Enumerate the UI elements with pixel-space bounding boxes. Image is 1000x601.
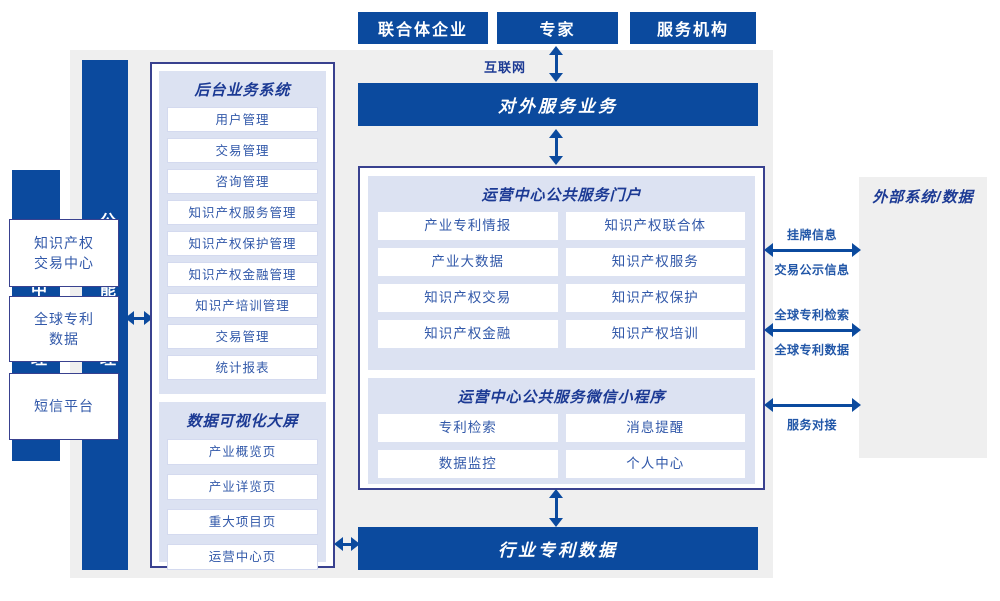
backend-item: 知识产权保护管理 <box>167 231 318 256</box>
left-systems-container: 后台业务系统 用户管理 交易管理 咨询管理 知识产权服务管理 知识产权保护管理 … <box>150 62 335 570</box>
portal-item: 知识产权联合体 <box>565 212 745 240</box>
backend-item: 知识产培训管理 <box>167 293 318 318</box>
link-label-global-data: 全球专利数据 <box>774 343 850 357</box>
link-label-service-connect: 服务对接 <box>786 418 837 432</box>
portal-item: 知识产权保护 <box>565 284 745 312</box>
backend-item: 用户管理 <box>167 107 318 132</box>
external-system-ip-trade-center: 知识产权 交易中心 <box>9 219 119 287</box>
arrow-head-down <box>549 518 563 527</box>
double-arrow-listing-info <box>764 242 861 258</box>
dataviz-item: 产业概览页 <box>167 439 318 465</box>
double-arrow-portal-to-patent-data <box>548 489 564 527</box>
portal-item: 知识产权培训 <box>565 320 745 348</box>
data-visualization-title: 数据可视化大屏 <box>186 413 299 430</box>
dataviz-item: 产业详览页 <box>167 474 318 500</box>
double-arrow-bar-to-portal <box>548 129 564 165</box>
arrow-line <box>771 328 854 332</box>
dataviz-item: 运营中心页 <box>167 544 318 570</box>
external-systems-background: 外部系统/数据 <box>859 177 987 458</box>
external-system-global-patent-data: 全球专利 数据 <box>9 296 119 362</box>
arrow-line <box>341 542 353 546</box>
portal-item: 产业大数据 <box>378 248 558 276</box>
portal-title: 运营中心公共服务门户 <box>481 187 642 204</box>
arrow-head-left <box>125 311 134 325</box>
data-visualization-items: 产业概览页 产业详览页 重大项目页 运营中心页 <box>159 431 326 570</box>
link-label-listing-top: 挂牌信息 <box>786 228 837 242</box>
public-service-portal-panel: 运营中心公共服务门户 产业专利情报 知识产权联合体 产业大数据 知识产权服务 知… <box>368 176 755 370</box>
portal-item: 产业专利情报 <box>378 212 558 240</box>
arrow-line <box>771 248 854 252</box>
arrow-head-up <box>549 129 563 138</box>
backend-item: 咨询管理 <box>167 169 318 194</box>
miniprogram-item: 个人中心 <box>565 450 745 478</box>
portal-item: 知识产权交易 <box>378 284 558 312</box>
arrow-head-left <box>764 323 773 337</box>
backend-system-items: 用户管理 交易管理 咨询管理 知识产权服务管理 知识产权保护管理 知识产权金融管… <box>159 100 326 386</box>
arrow-head-right <box>144 311 153 325</box>
industry-patent-data-bar: 行业专利数据 <box>358 527 758 570</box>
arrow-head-left <box>764 243 773 257</box>
backend-item: 知识产权金融管理 <box>167 262 318 287</box>
dataviz-item: 重大项目页 <box>167 509 318 535</box>
arrow-head-left <box>764 398 773 412</box>
arrow-head-right <box>351 537 360 551</box>
actor-expert: 专家 <box>497 12 618 44</box>
miniprogram-item: 数据监控 <box>378 450 558 478</box>
actor-consortium-enterprise: 联合体企业 <box>358 12 488 44</box>
portal-items: 产业专利情报 知识产权联合体 产业大数据 知识产权服务 知识产权交易 知识产权保… <box>368 205 755 348</box>
double-arrow-dataviz-to-patent-data <box>334 536 360 552</box>
backend-item: 交易管理 <box>167 138 318 163</box>
arrow-head-up <box>549 489 563 498</box>
backend-item: 交易管理 <box>167 324 318 349</box>
arrow-head-down <box>549 156 563 165</box>
miniprogram-item: 专利检索 <box>378 414 558 442</box>
backend-item: 知识产权服务管理 <box>167 200 318 225</box>
actor-service-agency: 服务机构 <box>630 12 756 44</box>
arrow-head-up <box>549 46 563 55</box>
data-visualization-panel: 数据可视化大屏 产业概览页 产业详览页 重大项目页 运营中心页 <box>159 402 326 570</box>
arrow-head-right <box>852 243 861 257</box>
arrow-line <box>554 496 558 520</box>
link-label-global-search: 全球专利检索 <box>774 308 850 322</box>
wechat-miniprogram-panel: 运营中心公共服务微信小程序 专利检索 消息提醒 数据监控 个人中心 <box>368 378 755 484</box>
double-arrow-backend-container <box>125 310 153 326</box>
link-label-listing-bottom: 交易公示信息 <box>774 263 850 277</box>
miniprogram-title: 运营中心公共服务微信小程序 <box>457 389 666 406</box>
portal-item: 知识产权金融 <box>378 320 558 348</box>
external-system-sms-platform: 短信平台 <box>9 373 119 440</box>
arrow-head-left <box>334 537 343 551</box>
backend-system-panel: 后台业务系统 用户管理 交易管理 咨询管理 知识产权服务管理 知识产权保护管理 … <box>159 71 326 394</box>
portal-item: 知识产权服务 <box>565 248 745 276</box>
external-systems-title: 外部系统/数据 <box>872 189 974 206</box>
backend-item: 统计报表 <box>167 355 318 380</box>
arrow-line <box>132 316 146 320</box>
arrow-head-right <box>852 323 861 337</box>
internet-label: 互联网 <box>484 60 527 75</box>
arrow-line <box>771 403 854 407</box>
center-services-container: 运营中心公共服务门户 产业专利情报 知识产权联合体 产业大数据 知识产权服务 知… <box>358 166 765 490</box>
arrow-line <box>554 53 558 75</box>
arrow-line <box>554 136 558 158</box>
backend-system-title: 后台业务系统 <box>194 82 291 99</box>
double-arrow-global-patent <box>764 322 861 338</box>
miniprogram-item: 消息提醒 <box>565 414 745 442</box>
external-service-bar: 对外服务业务 <box>358 83 758 126</box>
miniprogram-items: 专利检索 消息提醒 数据监控 个人中心 <box>368 407 755 478</box>
double-arrow-service-connect <box>764 397 861 413</box>
arrow-head-right <box>852 398 861 412</box>
double-arrow-internet <box>548 46 564 82</box>
arrow-head-down <box>549 73 563 82</box>
